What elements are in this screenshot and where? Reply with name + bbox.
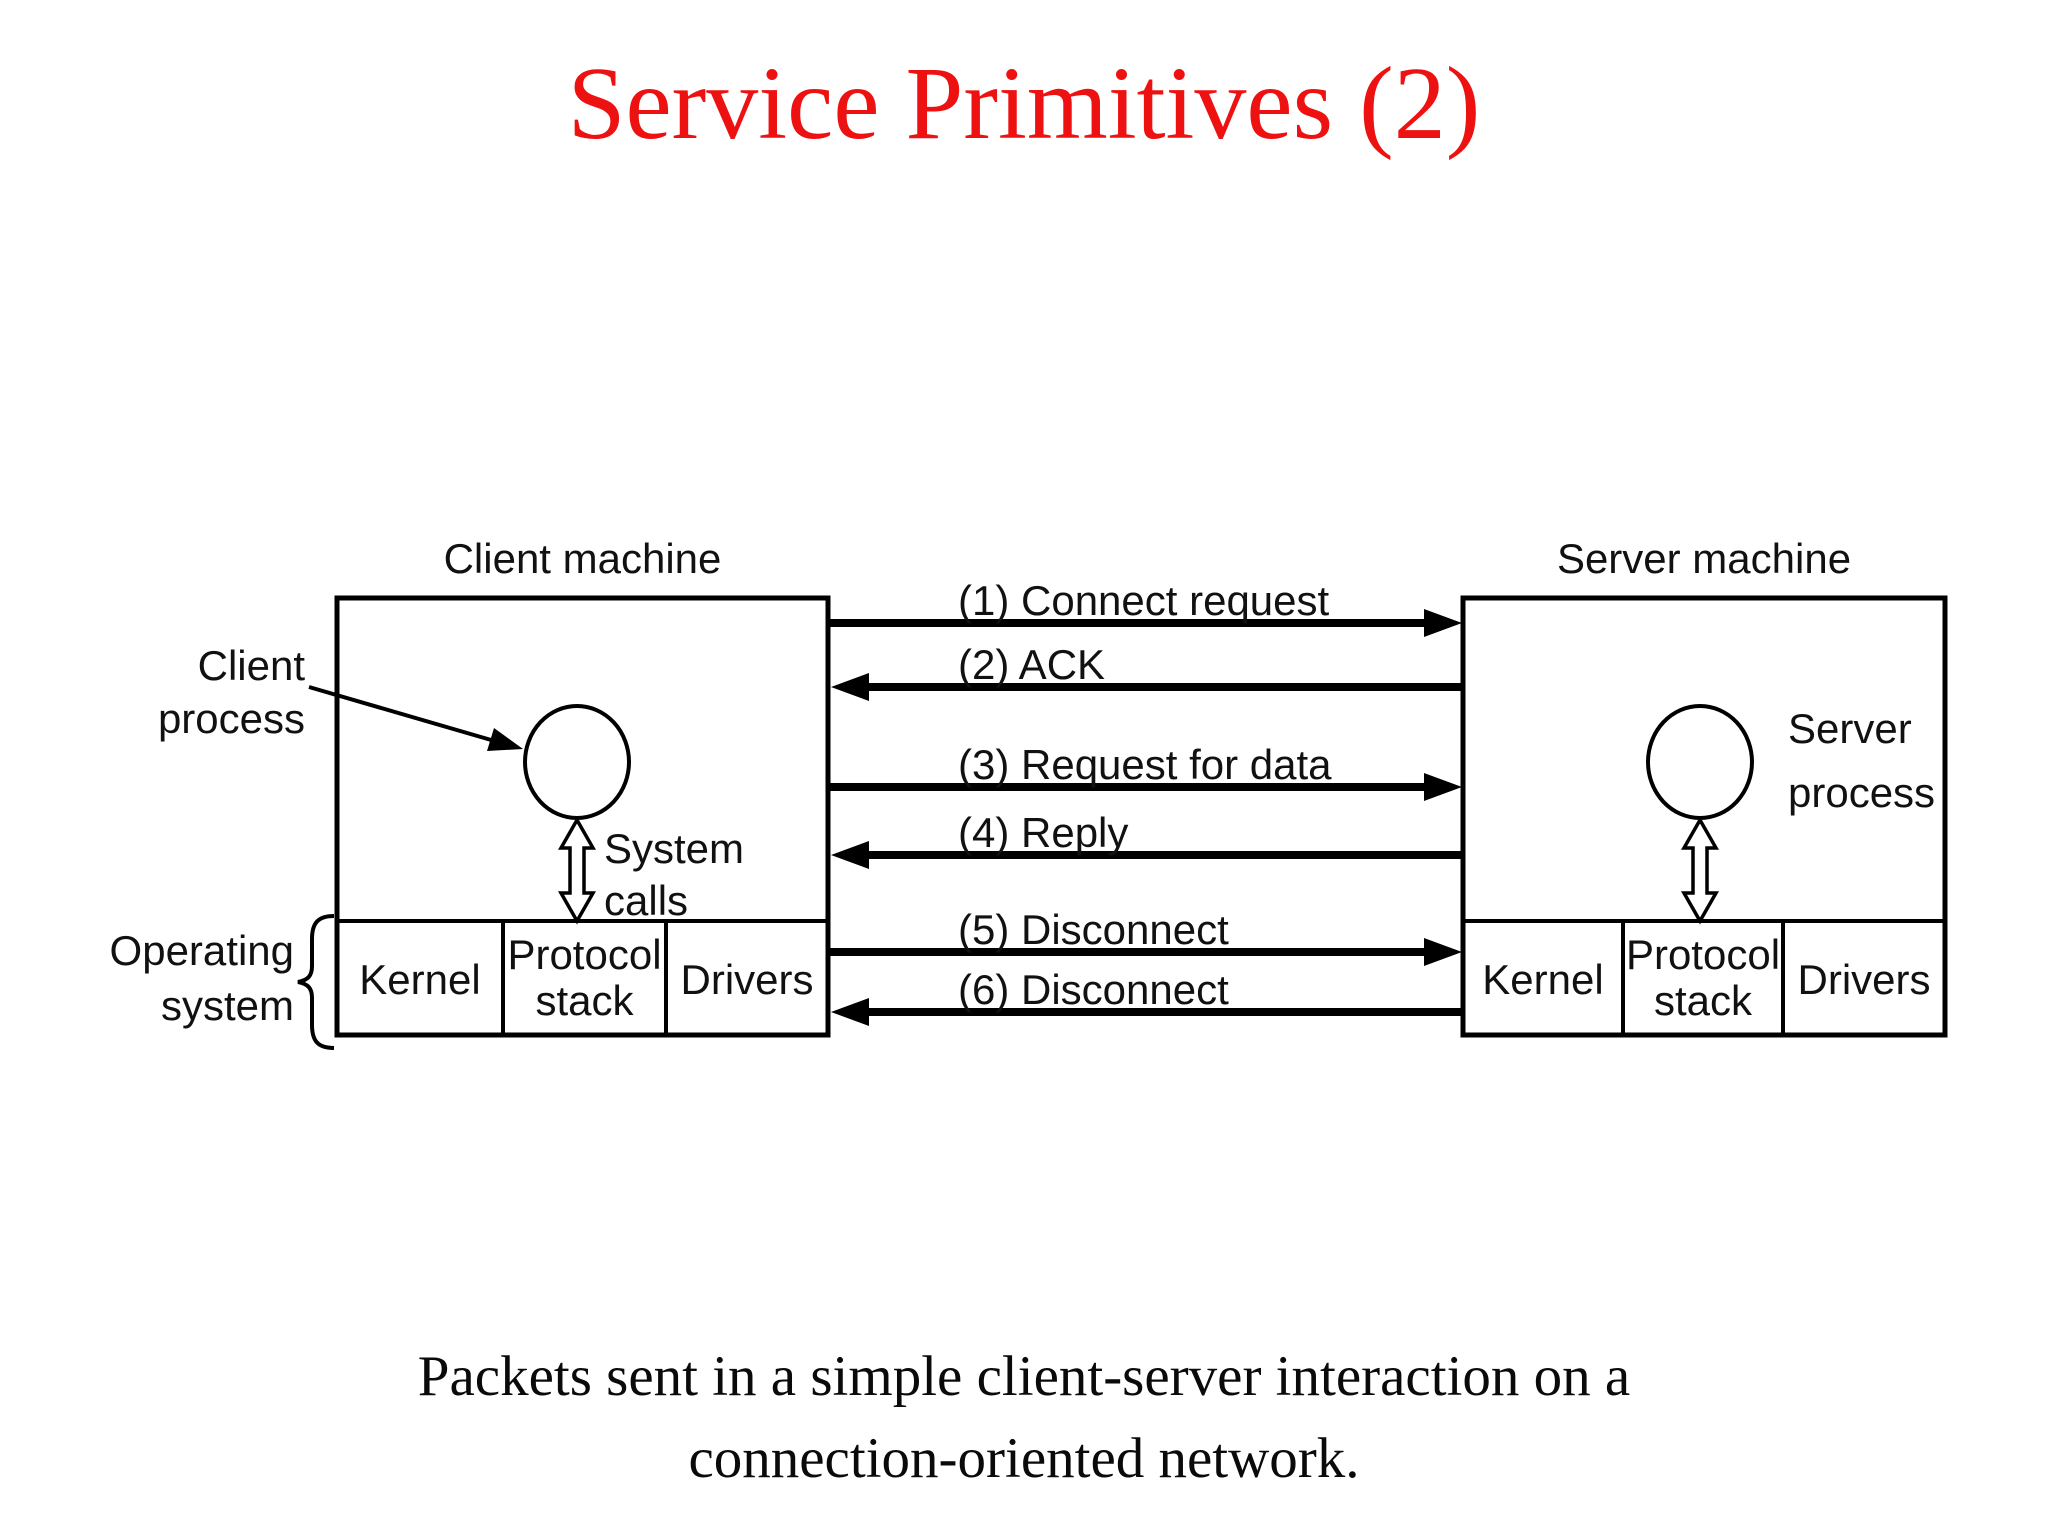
client-process-label: Client process [157,642,305,742]
figure-caption-line1: Packets sent in a simple client-server i… [417,1345,1631,1408]
client-machine-label: Client machine [443,535,722,582]
message-label-3: (3) Request for data [958,741,1332,788]
server-machine-label: Server machine [1556,535,1852,582]
message-arrow-1 [828,609,1462,637]
server-process-label: Server process [1788,705,1936,816]
message-label-2: (2) ACK [958,641,1106,688]
figure-caption-line2: connection-oriented network. [688,1427,1360,1490]
server-protocol-stack-cell: Protocol stack [1625,931,1781,1024]
message-arrow-4 [831,841,1463,869]
client-kernel-cell: Kernel [359,956,481,1003]
message-arrow-6 [831,998,1463,1026]
server-os-row-lines [1463,919,1945,1035]
message-arrow-2 [831,673,1463,701]
message-label-5: (5) Disconnect [958,906,1229,953]
slide-title: Service Primitives (2) [567,46,1481,161]
client-os-row-lines [337,919,828,1035]
server-kernel-cell: Kernel [1482,956,1604,1003]
server-system-calls-arrow [1680,816,1720,925]
server-drivers-cell: Drivers [1797,956,1931,1003]
system-calls-label: System calls [604,825,745,924]
client-process-pointer-arrow [308,685,523,751]
server-process-circle [1646,704,1754,820]
message-label-4: (4) Reply [958,809,1129,856]
operating-system-label: Operating system [109,927,294,1029]
server-machine-box [1460,595,1948,1038]
client-protocol-stack-cell: Protocol stack [507,931,662,1024]
client-process-circle [523,704,631,820]
message-arrow-3 [828,773,1462,801]
message-label-1: (1) Connect request [958,577,1330,624]
figure-caption: Packets sent in a simple client-server i… [0,1336,2048,1500]
client-drivers-cell: Drivers [680,956,814,1003]
client-system-calls-arrow [557,816,597,925]
message-arrow-5 [828,938,1462,966]
message-label-6: (6) Disconnect [958,966,1229,1013]
client-machine-box [334,595,831,1038]
operating-system-brace [297,914,335,1050]
